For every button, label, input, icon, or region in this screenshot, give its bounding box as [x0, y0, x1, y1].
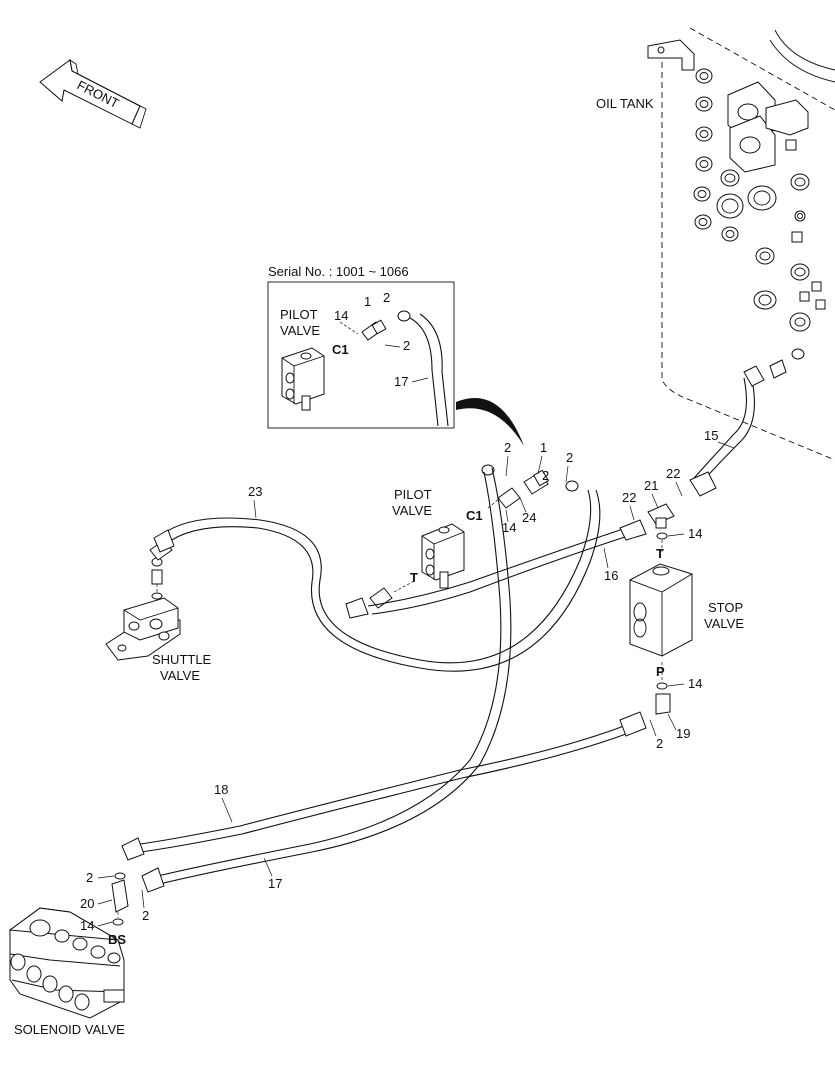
inset-pilot-label-1: PILOT — [280, 307, 318, 322]
pilot-label-2: VALVE — [392, 503, 432, 518]
inset-callout-2b: 2 — [403, 338, 410, 353]
hoses — [121, 348, 805, 893]
callout-17: 17 — [268, 876, 282, 891]
callout-2-a: 2 — [504, 440, 511, 455]
shuttle-label-1: SHUTTLE — [152, 652, 212, 667]
inset-port-c1: C1 — [332, 342, 349, 357]
pilot-port-t: T — [410, 570, 418, 585]
callout-2-b: 2 — [566, 450, 573, 465]
callout-15: 15 — [704, 428, 718, 443]
stop-valve-label-2: VALVE — [704, 616, 744, 631]
callout-2-e: 2 — [86, 870, 93, 885]
callout-1: 1 — [540, 440, 547, 455]
callout-14-b: 14 — [688, 526, 702, 541]
inset-pilot-label-2: VALVE — [280, 323, 320, 338]
callout-20: 20 — [80, 896, 94, 911]
oil-tank-label: OIL TANK — [596, 96, 654, 111]
inset-callout-17: 17 — [394, 374, 408, 389]
callout-16: 16 — [604, 568, 618, 583]
inset-serial-label: Serial No. : 1001 ~ 1066 — [268, 264, 409, 279]
callout-22-a: 22 — [622, 490, 636, 505]
inset-callout-1: 1 — [364, 294, 371, 309]
inset-callout-2a: 2 — [383, 290, 390, 305]
callout-2-f: 2 — [142, 908, 149, 923]
callout-2-c: 2 — [542, 468, 549, 483]
pilot-port-c1: C1 — [466, 508, 483, 523]
callout-18: 18 — [214, 782, 228, 797]
callout-14-c: 14 — [688, 676, 702, 691]
callout-24: 24 — [522, 510, 536, 525]
stop-port-p: P — [656, 664, 665, 679]
stop-valve: STOP VALVE T P — [629, 503, 744, 715]
callout-14-d: 14 — [80, 918, 94, 933]
callout-2-d: 2 — [656, 736, 663, 751]
inset-callout-14: 14 — [334, 308, 348, 323]
tank-port-fittings — [693, 68, 826, 332]
callout-21: 21 — [644, 478, 658, 493]
pilot-valve: PILOT VALVE C1 T — [392, 487, 483, 589]
callout-22-b: 22 — [666, 466, 680, 481]
solenoid-label: SOLENOID VALVE — [14, 1022, 125, 1037]
stop-valve-label-1: STOP — [708, 600, 743, 615]
pilot-label-1: PILOT — [394, 487, 432, 502]
callout-14-a: 14 — [502, 520, 516, 535]
front-arrow-icon: FRONT — [39, 59, 147, 129]
serial-inset: Serial No. : 1001 ~ 1066 PILOT VALVE C1 … — [267, 264, 455, 429]
solenoid-valve: SOLENOID VALVE BS — [8, 872, 129, 1037]
oil-tank: OIL TANK — [596, 27, 835, 461]
callouts: 2 1 2 2 14 24 23 15 16 22 21 22 14 14 19… — [80, 428, 735, 933]
callout-19: 19 — [676, 726, 690, 741]
shuttle-valve: SHUTTLE VALVE — [105, 539, 212, 683]
shuttle-label-2: VALVE — [160, 668, 200, 683]
inset-pointer-arrow — [456, 397, 524, 446]
solenoid-port-bs: BS — [108, 932, 126, 947]
pilot-fittings — [345, 464, 579, 619]
callout-23: 23 — [248, 484, 262, 499]
stop-port-t: T — [656, 546, 664, 561]
